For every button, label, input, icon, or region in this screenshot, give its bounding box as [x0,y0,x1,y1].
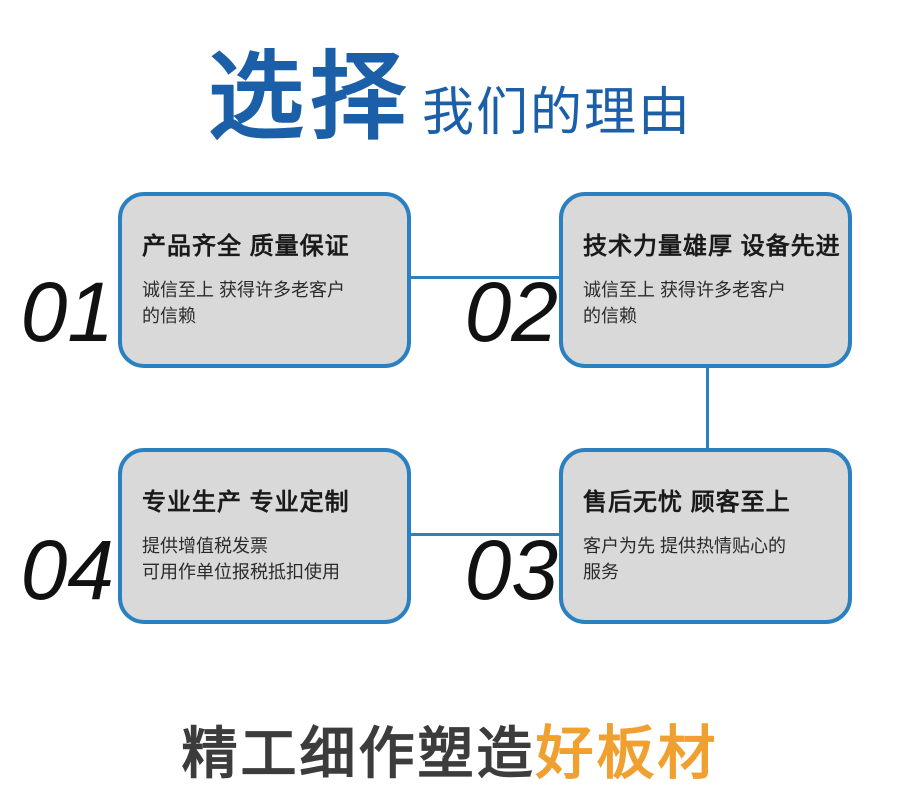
step-number-04: 04 [20,523,114,617]
title-rest-text: 我们的理由 [421,84,692,142]
connector-box01-box02 [411,276,559,279]
tagline-highlight-text: 好板材 [535,721,719,786]
feature-box-02-title: 技术力量雄厚 设备先进 [583,233,841,260]
feature-box-04-title: 专业生产 专业定制 [142,489,350,516]
step-number-03: 03 [464,523,558,617]
page-title: 选择 我们的理由 [0,44,900,151]
feature-box-03: 售后无忧 顾客至上 客户为先 提供热情贴心的 服务 [559,448,852,624]
feature-box-01-title: 产品齐全 质量保证 [142,233,350,260]
feature-box-04: 专业生产 专业定制 提供增值税发票 可用作单位报税抵扣使用 [118,448,411,624]
feature-box-04-desc: 提供增值税发票 可用作单位报税抵扣使用 [142,536,340,583]
connector-box04-box03 [411,533,559,536]
connector-box02-box03 [706,366,709,450]
step-number-02: 02 [464,265,558,359]
feature-box-01: 产品齐全 质量保证 诚信至上 获得许多老客户 的信赖 [118,192,411,368]
feature-box-03-desc: 客户为先 提供热情贴心的 服务 [583,536,786,583]
step-number-01: 01 [20,265,114,359]
feature-box-01-desc: 诚信至上 获得许多老客户 的信赖 [142,280,345,327]
feature-box-02-desc: 诚信至上 获得许多老客户 的信赖 [583,280,786,327]
bottom-tagline: 精工细作塑造 好板材 [0,706,900,790]
title-emphasis-text: 选择 [207,44,412,151]
feature-box-03-title: 售后无忧 顾客至上 [583,489,791,516]
tagline-prefix-text: 精工细作塑造 [181,722,536,785]
feature-box-02: 技术力量雄厚 设备先进 诚信至上 获得许多老客户 的信赖 [559,192,852,368]
